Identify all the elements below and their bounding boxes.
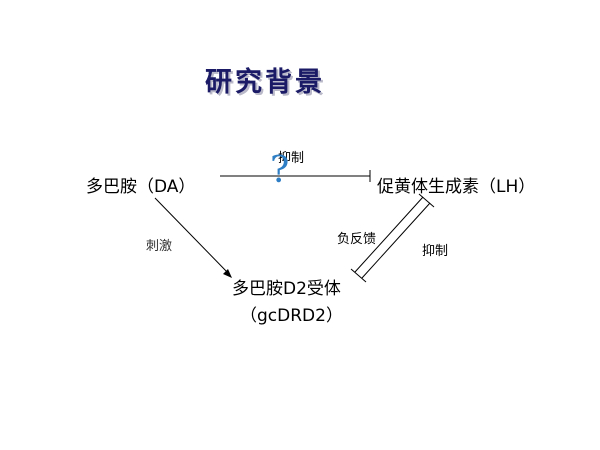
node-lh: 促黄体生成素（LH） (377, 177, 536, 197)
node-d2-receptor-gene: （gcDRD2） (240, 306, 343, 326)
question-mark-icon: ? (270, 150, 290, 191)
node-dopamine: 多巴胺（DA） (86, 177, 196, 197)
edge-receptor-lh-tbar-top (418, 193, 435, 208)
edge-da-receptor-arrowhead (223, 269, 232, 278)
edge-receptor-lh-tbar-bottom (350, 268, 367, 283)
slide-title: 研究背景 (205, 67, 325, 98)
node-d2-receptor: 多巴胺D2受体 (232, 279, 341, 299)
label-da-lh-inhibit: 抑制 (278, 151, 305, 166)
edge-da-receptor-line (154, 197, 230, 275)
edge-receptor-lh-line-b (361, 202, 431, 279)
label-negative-feedback: 负反馈 (337, 232, 377, 247)
label-stimulate: 刺激 (146, 239, 173, 254)
edge-receptor-lh-line-a (354, 196, 424, 273)
label-receptor-lh-inhibit: 抑制 (422, 244, 449, 259)
